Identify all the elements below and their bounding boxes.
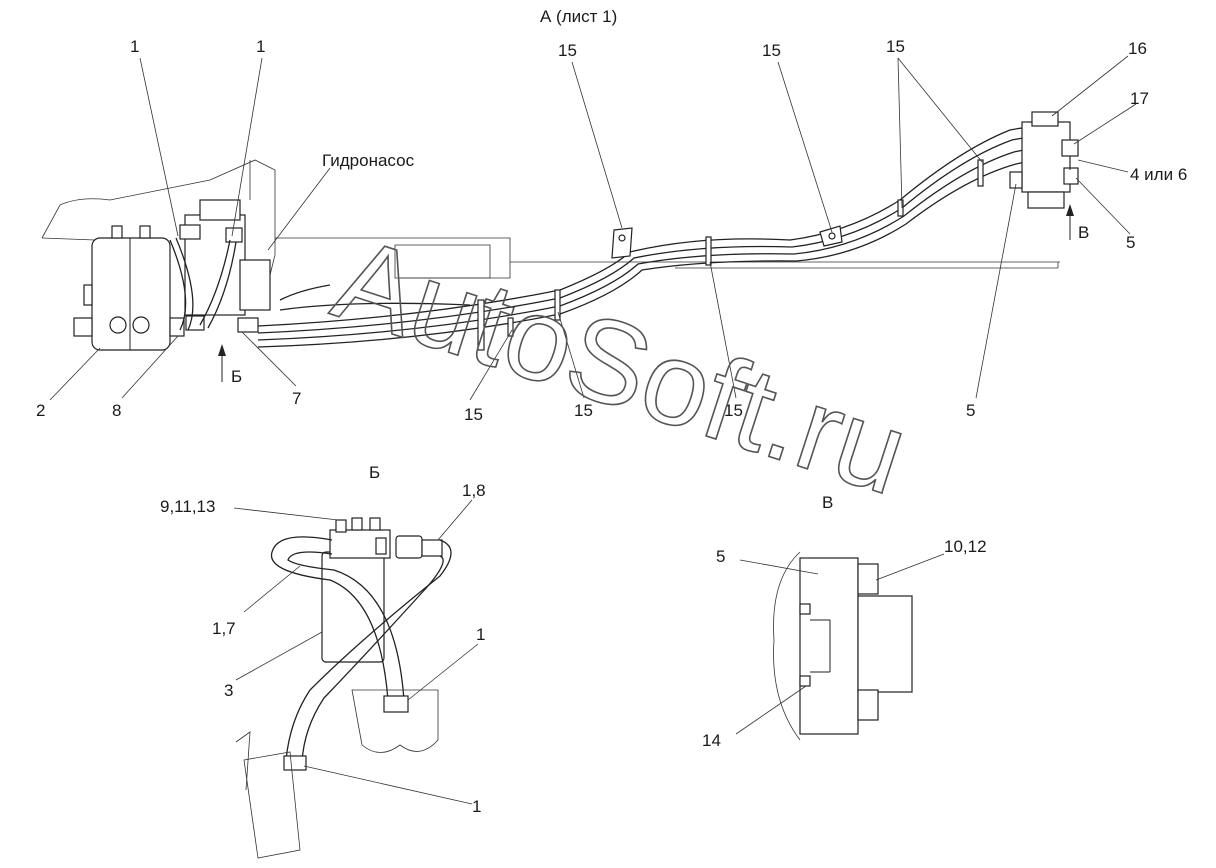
callout: 17 [1130,89,1149,108]
callout: 5 [966,401,975,420]
chassis-outline [41,159,276,276]
callout: 10,12 [944,537,987,556]
pump-label: Гидронасос [322,151,415,170]
callout: 1,8 [462,481,486,500]
callout: 15 [724,401,743,420]
view-v: В 5 10,12 14 [702,493,987,750]
callout: 2 [36,401,45,420]
callout: 15 [558,41,577,60]
callout: 1 [472,797,481,816]
callout: 4 или 6 [1130,165,1187,184]
callout: 16 [1128,39,1147,58]
hose-bundle [257,126,1067,351]
callout: 9,11,13 [160,497,215,516]
callout: 3 [224,681,233,700]
view-arrow-b: Б [218,344,242,386]
view-b-title: Б [369,463,380,482]
callout: 1 [256,37,265,56]
main-view-title: А (лист 1) [540,7,617,26]
callout: 15 [464,405,483,424]
hydraulic-pump [169,199,271,333]
callout: 5 [716,547,725,566]
distributor-valve [1009,111,1079,209]
hose [270,536,389,701]
callout: 15 [762,41,781,60]
main-view: А (лист 1) [36,7,1187,424]
callout: 1 [476,625,485,644]
oil-tank [73,225,185,351]
view-arrow-v: В [1066,204,1089,242]
callout: 15 [574,401,593,420]
valve-body [799,557,859,735]
view-v-title: В [822,493,833,512]
svg-text:Б: Б [231,367,242,386]
filter-housing [321,551,385,663]
callout: 15 [886,37,905,56]
callout: 1 [130,37,139,56]
callout: 8 [112,401,121,420]
callout: 1,7 [212,619,236,638]
svg-text:В: В [1078,223,1089,242]
callout: 7 [292,389,301,408]
view-b: Б 9,11,13 1,8 1,7 3 1 1 [160,463,486,859]
callout: 14 [702,731,721,750]
cut-outline [773,551,801,741]
callout: 5 [1126,233,1135,252]
leader-lines [49,55,1137,401]
